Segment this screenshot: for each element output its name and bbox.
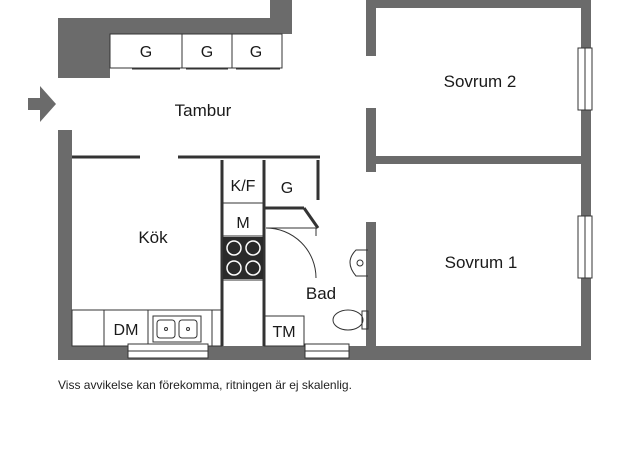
windows bbox=[127, 47, 593, 359]
washbasin-icon bbox=[349, 249, 368, 277]
closet-label: G bbox=[140, 44, 152, 61]
room-label-sovrum2: Sovrum 2 bbox=[444, 72, 517, 91]
interior-walls bbox=[72, 155, 320, 346]
toilet-icon bbox=[332, 309, 369, 331]
door-swing bbox=[265, 227, 317, 279]
room-label-bad: Bad bbox=[306, 284, 336, 303]
walls bbox=[58, 0, 591, 360]
closet-label: G bbox=[201, 44, 213, 61]
room-label-tambur: Tambur bbox=[175, 101, 232, 120]
fridge-freezer-label: K/F bbox=[231, 178, 256, 195]
disclaimer-text: Viss avvikelse kan förekomma, ritningen … bbox=[58, 378, 352, 392]
microwave-label: M bbox=[236, 215, 249, 232]
floor-plan: Tambur Sovrum 2 Sovrum 1 Kök Bad G G G G… bbox=[28, 0, 593, 360]
closet-label: G bbox=[281, 180, 293, 197]
dishwasher-label: DM bbox=[114, 322, 139, 339]
stove-icon bbox=[223, 237, 263, 279]
room-label-kok: Kök bbox=[138, 228, 168, 247]
sink-icon bbox=[152, 315, 202, 343]
thin-lines bbox=[71, 202, 305, 347]
closet-label: G bbox=[250, 44, 262, 61]
wardrobe-row bbox=[109, 33, 283, 70]
entry-arrow-icon bbox=[28, 86, 56, 122]
washing-machine-label: TM bbox=[272, 324, 295, 341]
room-label-sovrum1: Sovrum 1 bbox=[445, 253, 518, 272]
